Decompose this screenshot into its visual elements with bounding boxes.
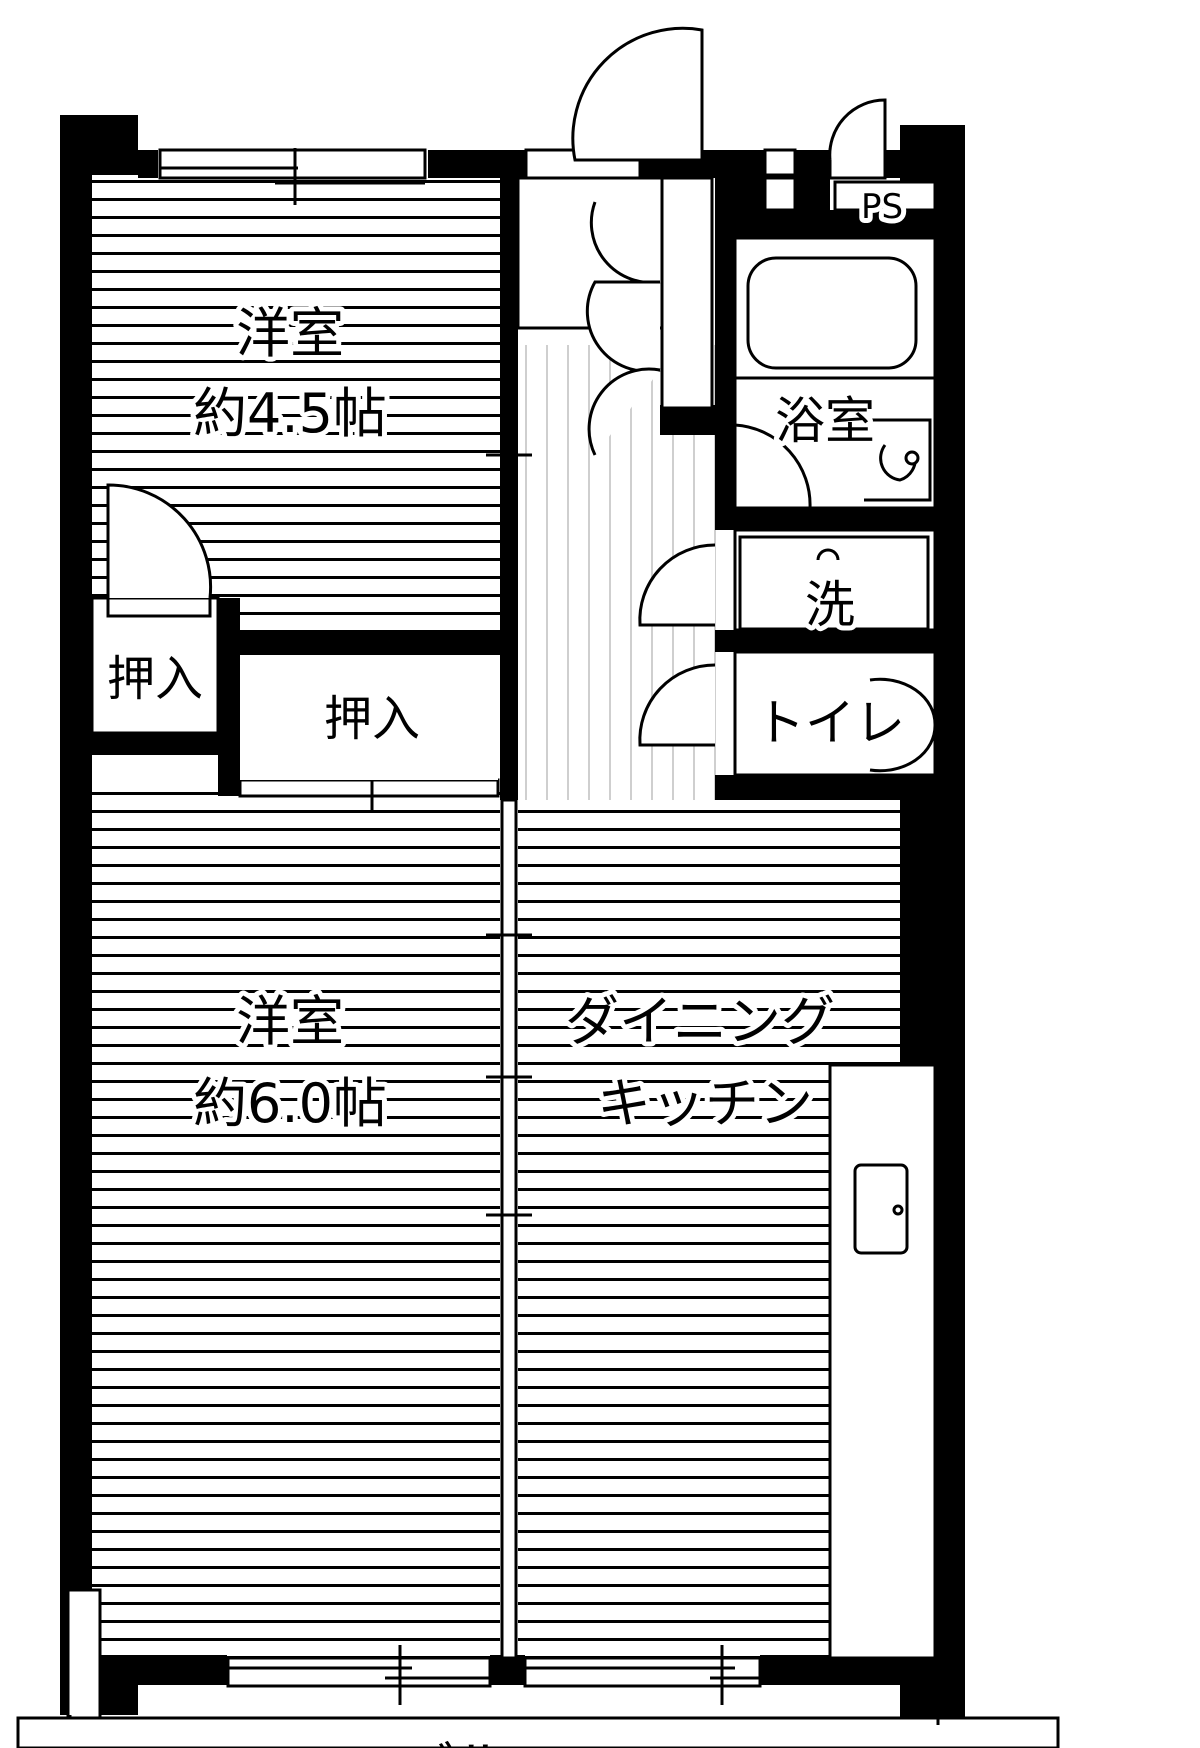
balcony: [16, 1588, 1060, 1748]
room-label-dining-kitchen: ダイニング キッチン: [560, 985, 840, 1140]
washroom-label: 洗: [805, 576, 855, 634]
toilet-label: トイレ: [755, 694, 905, 752]
balcony-rails: [68, 1715, 102, 1718]
svg-text:約6.0帖: 約6.0帖: [193, 1072, 387, 1135]
closet-1-label: 押入: [107, 651, 203, 707]
closet-sliding-door: [238, 765, 500, 810]
room-floor-western-2: [92, 780, 500, 1658]
window-bottom-left: [226, 1645, 492, 1705]
svg-text:ダイニング: ダイニング: [565, 990, 835, 1053]
ps-label: PS: [861, 187, 903, 227]
svg-text:約4.5帖: 約4.5帖: [193, 382, 387, 445]
washroom: [638, 528, 937, 632]
room-label-western-2: 洋室 約6.0帖: [188, 985, 392, 1140]
closet-2: [240, 655, 498, 780]
room-floor-dining-kitchen: [518, 800, 935, 1658]
kitchen-counter: [828, 1063, 937, 1660]
svg-text:洋室: 洋室: [236, 990, 344, 1053]
balcony-label: バルコニー: [401, 1735, 670, 1748]
ps-box: PS: [833, 180, 937, 232]
window-bottom-right: [523, 1645, 762, 1705]
svg-text:キッチン: キッチン: [597, 1072, 813, 1135]
partition-sliding-door: [486, 453, 532, 1660]
bathroom: [733, 236, 937, 510]
room-label-western-1: 洋室 約4.5帖: [188, 297, 392, 450]
ps-door: [763, 98, 887, 212]
entrance-door: [524, 26, 704, 180]
shoe-cabinet: [516, 176, 714, 456]
toilet: [638, 650, 937, 777]
window-top: [158, 148, 427, 205]
bathroom-label: 浴室: [775, 392, 875, 450]
closet-1: [90, 483, 220, 735]
svg-text:洋室: 洋室: [236, 302, 344, 365]
closet-2-label: 押入: [324, 691, 420, 747]
